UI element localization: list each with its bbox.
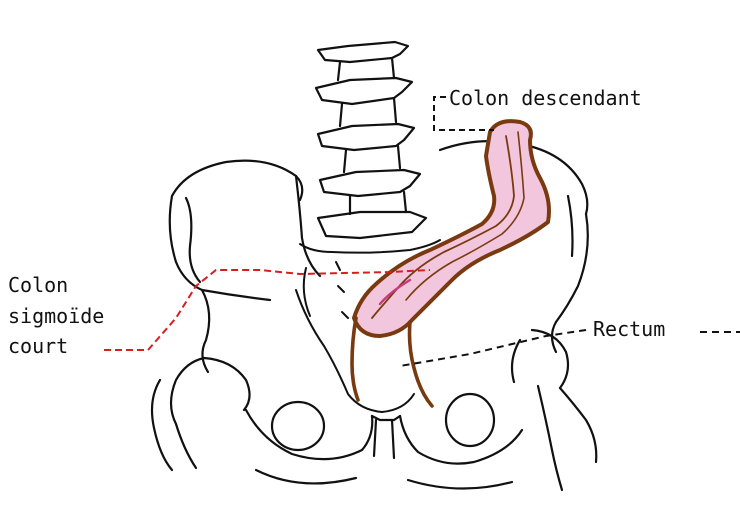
colon <box>352 121 549 406</box>
lumbar-spine <box>316 42 426 238</box>
leader-rectum <box>400 330 740 366</box>
ilium-left <box>170 161 320 372</box>
label-colon-sigmoide-line3: court <box>8 333 68 359</box>
label-rectum: Rectum <box>593 316 665 342</box>
label-colon-descendant: Colon descendant <box>449 85 642 111</box>
label-colon-sigmoide-line1: Colon <box>8 272 68 298</box>
pubis-ischium <box>246 394 522 489</box>
label-colon-sigmoide-line2: sigmoïde <box>8 303 104 329</box>
